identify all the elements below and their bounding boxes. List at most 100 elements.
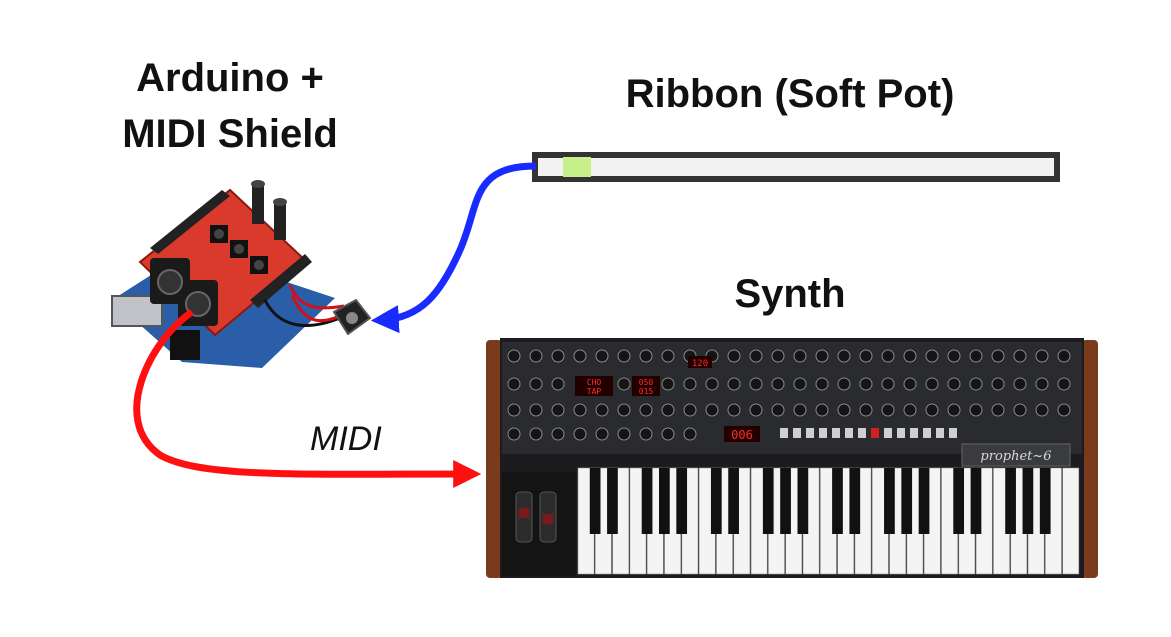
- logo-plate: [961, 443, 1071, 467]
- synth-knob: [903, 377, 917, 391]
- synth-knob: [617, 403, 631, 417]
- synth-knob: [507, 377, 521, 391]
- black-key: [953, 468, 965, 534]
- synth-knob: [969, 349, 983, 363]
- black-key: [797, 468, 809, 534]
- synth-knob: [1035, 377, 1049, 391]
- black-key: [780, 468, 791, 534]
- synth-knob: [683, 427, 697, 441]
- black-key: [884, 468, 895, 534]
- tempo-display: [688, 356, 712, 368]
- synth-knob: [551, 377, 565, 391]
- knob-grid: [507, 349, 1071, 441]
- synth-knob: [595, 349, 609, 363]
- synth-knob: [1035, 349, 1049, 363]
- black-key: [589, 468, 601, 534]
- black-key: [1005, 468, 1016, 534]
- synth-knob: [661, 349, 675, 363]
- sequencer-button: [923, 428, 931, 438]
- synth-knob: [815, 377, 829, 391]
- synth-knob: [617, 377, 631, 391]
- synth-knob: [771, 349, 785, 363]
- wood-side-left: [486, 340, 502, 578]
- sequencer-button: [858, 428, 866, 438]
- synth-knob: [639, 349, 653, 363]
- midi-cable: [133, 309, 482, 489]
- synth-knob: [705, 377, 719, 391]
- synth-knob: [727, 377, 741, 391]
- black-keys: [589, 468, 1051, 534]
- synth-knob: [617, 349, 631, 363]
- synth-knob: [969, 403, 983, 417]
- synth-knob: [837, 377, 851, 391]
- synth-knob: [771, 403, 785, 417]
- sequencer-button: [832, 428, 840, 438]
- synth-knob: [991, 377, 1005, 391]
- synth-knob: [705, 403, 719, 417]
- synth-knob: [749, 403, 763, 417]
- synth-knob: [1035, 403, 1049, 417]
- program-number-text: 006: [731, 428, 753, 442]
- header-pins-bottom: [250, 254, 312, 308]
- black-key: [970, 468, 982, 534]
- synth-knob: [551, 427, 565, 441]
- sequencer-button: [806, 428, 814, 438]
- program-display-value-3: 015: [639, 387, 654, 396]
- synth-knob: [925, 377, 939, 391]
- black-key: [1039, 468, 1051, 534]
- sequencer-button: [819, 428, 827, 438]
- arduino-label-line2: MIDI Shield: [122, 112, 338, 156]
- program-display-a: [575, 376, 613, 396]
- synth-knob: [815, 349, 829, 363]
- synth-knob: [1013, 403, 1027, 417]
- black-key: [849, 468, 861, 534]
- black-key: [762, 468, 774, 534]
- white-key: [1062, 467, 1080, 575]
- synth-knob: [595, 427, 609, 441]
- synth-knob: [727, 349, 741, 363]
- synth-knob: [551, 349, 565, 363]
- synth-knob: [661, 403, 675, 417]
- synth-knob: [1013, 349, 1027, 363]
- sequencer-button: [897, 428, 905, 438]
- sequencer-button: [845, 428, 853, 438]
- ribbon-contact-tip: [563, 157, 591, 177]
- synth-knob: [793, 377, 807, 391]
- black-key: [832, 468, 843, 534]
- synth-knob: [683, 403, 697, 417]
- ribbon-cable: [370, 162, 537, 334]
- synth-knob: [991, 349, 1005, 363]
- power-jack: [170, 330, 200, 360]
- wood-side-right: [1082, 340, 1098, 578]
- synth-knob: [639, 427, 653, 441]
- synth-knob: [529, 377, 543, 391]
- synth-knob: [595, 403, 609, 417]
- black-key: [728, 468, 739, 534]
- synth-knob: [881, 349, 895, 363]
- synth-knob: [617, 427, 631, 441]
- synth-knob: [859, 377, 873, 391]
- program-display-value-2: 050: [639, 378, 654, 387]
- synth-knob: [837, 403, 851, 417]
- synth-knob: [903, 349, 917, 363]
- synth-knob: [529, 403, 543, 417]
- synth-knob: [1057, 349, 1071, 363]
- sequencer-button: [949, 428, 957, 438]
- wheel-area: [502, 472, 576, 576]
- synth-knob: [793, 403, 807, 417]
- synth-knob: [793, 349, 807, 363]
- synth-knob: [683, 377, 697, 391]
- synth-label: Synth: [734, 272, 846, 316]
- synth-knob: [859, 349, 873, 363]
- synth-knob: [639, 403, 653, 417]
- arduino-midi-shield-label: Arduino + MIDI Shield: [70, 50, 390, 162]
- synth-keyboard: 120 CHO TAP 050 015 006 prophet~6: [486, 338, 1098, 578]
- synth-knob: [661, 427, 675, 441]
- synth-knob: [507, 427, 521, 441]
- black-key: [659, 468, 670, 534]
- program-display-text-2: TAP: [587, 387, 602, 396]
- black-key: [607, 468, 618, 534]
- program-display-text-1: CHO: [587, 378, 602, 387]
- synth-knob: [881, 377, 895, 391]
